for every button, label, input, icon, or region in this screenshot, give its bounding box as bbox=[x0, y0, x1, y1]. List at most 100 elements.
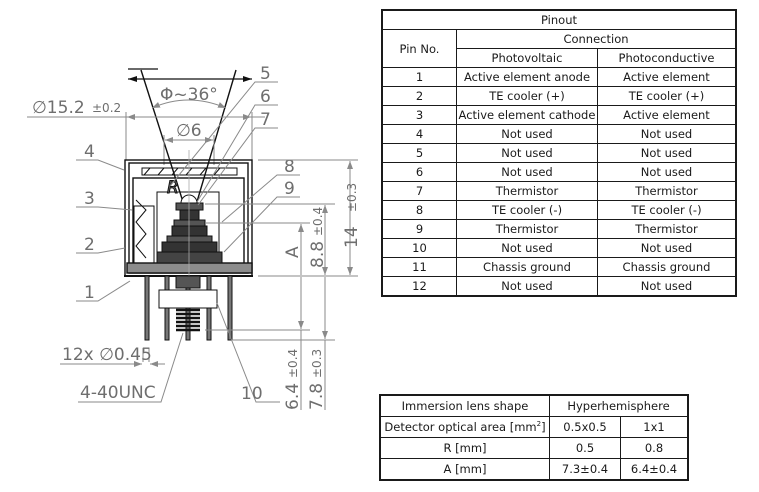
pin-number: 1 bbox=[381, 67, 457, 87]
connection-header: Connection bbox=[456, 29, 737, 49]
pin-diameter-dimension: 12x ∅0.45 bbox=[60, 345, 165, 367]
photoconductive-connection: Not used bbox=[597, 238, 737, 258]
photoconductive-connection: TE cooler (+) bbox=[597, 86, 737, 106]
a-value-2: 6.4±0.4 bbox=[620, 458, 689, 481]
detector-stack: R bbox=[156, 150, 223, 340]
pin-number: 11 bbox=[381, 257, 457, 277]
callout-3: 3 bbox=[84, 189, 95, 209]
callout-4: 4 bbox=[84, 142, 95, 162]
height-a-label: A bbox=[283, 246, 303, 258]
lens-shape-label: Immersion lens shape bbox=[379, 394, 550, 417]
photovoltaic-connection: Thermistor bbox=[456, 219, 598, 239]
fov-label: Φ~36° bbox=[160, 85, 218, 105]
callout-9: 9 bbox=[284, 179, 295, 199]
pin-diameter-label: 12x ∅0.45 bbox=[62, 345, 152, 365]
photoconductive-connection: Not used bbox=[597, 143, 737, 163]
photoconductive-connection: Chassis ground bbox=[597, 257, 737, 277]
lead-6-4-tolerance: ±0.4 bbox=[286, 349, 300, 378]
window-diameter-label: ∅6 bbox=[176, 121, 202, 141]
height-8-8-tolerance: ±0.4 bbox=[311, 207, 325, 236]
vertical-dimension-labels: 14 ±0.3 8.8 ±0.4 A 6.4 ±0.4 7.8 ±0.3 bbox=[283, 183, 362, 410]
r-value-2: 0.8 bbox=[620, 437, 689, 459]
photoconductive-connection: TE cooler (-) bbox=[597, 200, 737, 220]
optical-area-value-1: 0.5x0.5 bbox=[549, 416, 621, 438]
photoconductive-connection: Active element bbox=[597, 67, 737, 87]
pin-number: 3 bbox=[381, 105, 457, 125]
callout-numbers: 1 2 3 4 5 6 7 8 9 10 bbox=[84, 64, 295, 404]
photoconductive-connection: Thermistor bbox=[597, 181, 737, 201]
outer-diameter-value: ∅15.2 bbox=[32, 98, 85, 118]
callout-8: 8 bbox=[284, 157, 295, 177]
pin-number: 12 bbox=[381, 276, 457, 297]
callout-7: 7 bbox=[260, 110, 271, 130]
photovoltaic-connection: Thermistor bbox=[456, 181, 598, 201]
photovoltaic-connection: Active element anode bbox=[456, 67, 598, 87]
pinout-table: Pinout Pin No. Connection Photovoltaic P… bbox=[381, 9, 737, 297]
callouts bbox=[76, 81, 300, 403]
pin-number: 2 bbox=[381, 86, 457, 106]
photoconductive-connection: Active element bbox=[597, 105, 737, 125]
optical-area-value-2: 1x1 bbox=[620, 416, 689, 438]
photovoltaic-connection: Chassis ground bbox=[456, 257, 598, 277]
a-value-1: 7.3±0.4 bbox=[549, 458, 621, 481]
r-label: R [mm] bbox=[379, 437, 550, 459]
pin-number: 6 bbox=[381, 162, 457, 182]
thread-callout: 4-40UNC bbox=[78, 332, 184, 403]
height-total-tolerance: ±0.3 bbox=[345, 183, 359, 212]
field-of-view-cone: Φ~36° bbox=[128, 68, 252, 206]
pin-number: 7 bbox=[381, 181, 457, 201]
height-8-8-value: 8.8 bbox=[308, 241, 328, 268]
r-value-1: 0.5 bbox=[549, 437, 621, 459]
photovoltaic-connection: Not used bbox=[456, 276, 598, 297]
package-drawing: Φ~36° ∅15.2 ±0.2 ∅6 bbox=[27, 64, 362, 410]
photoconductive-connection: Thermistor bbox=[597, 219, 737, 239]
radius-label: R bbox=[167, 178, 179, 198]
callout-2: 2 bbox=[84, 235, 95, 255]
height-total-value: 14 bbox=[342, 226, 362, 248]
photoconductive-header: Photoconductive bbox=[597, 48, 737, 68]
lens-shape-value: Hyperhemisphere bbox=[549, 394, 689, 417]
photoconductive-connection: Not used bbox=[597, 162, 737, 182]
immersion-lens-table: Immersion lens shape Hyperhemisphere Det… bbox=[379, 394, 689, 481]
callout-5: 5 bbox=[260, 64, 271, 84]
photoconductive-connection: Not used bbox=[597, 124, 737, 144]
photovoltaic-connection: Not used bbox=[456, 124, 598, 144]
pin-number: 5 bbox=[381, 143, 457, 163]
photoconductive-connection: Not used bbox=[597, 276, 737, 297]
pin-number: 9 bbox=[381, 219, 457, 239]
outer-diameter-dimension: ∅15.2 ±0.2 bbox=[27, 98, 265, 160]
photovoltaic-connection: Not used bbox=[456, 238, 598, 258]
pin-number: 10 bbox=[381, 238, 457, 258]
lead-7-8-tolerance: ±0.3 bbox=[310, 349, 324, 378]
outer-diameter-tolerance: ±0.2 bbox=[92, 101, 121, 115]
photovoltaic-connection: TE cooler (+) bbox=[456, 86, 598, 106]
pin-number-header: Pin No. bbox=[381, 29, 457, 68]
photovoltaic-connection: Not used bbox=[456, 162, 598, 182]
photovoltaic-connection: Active element cathode bbox=[456, 105, 598, 125]
lead-6-4-value: 6.4 bbox=[283, 383, 303, 410]
photovoltaic-connection: Not used bbox=[456, 143, 598, 163]
pin-number: 4 bbox=[381, 124, 457, 144]
pin-number: 8 bbox=[381, 200, 457, 220]
photovoltaic-header: Photovoltaic bbox=[456, 48, 598, 68]
lead-7-8-value: 7.8 bbox=[307, 383, 327, 410]
pinout-title: Pinout bbox=[381, 9, 737, 30]
callout-10: 10 bbox=[241, 384, 263, 404]
pins bbox=[144, 275, 233, 341]
callout-6: 6 bbox=[260, 87, 271, 107]
a-label: A [mm] bbox=[379, 458, 550, 481]
optical-area-label: Detector optical area [mm2] bbox=[379, 416, 550, 438]
photovoltaic-connection: TE cooler (-) bbox=[456, 200, 598, 220]
